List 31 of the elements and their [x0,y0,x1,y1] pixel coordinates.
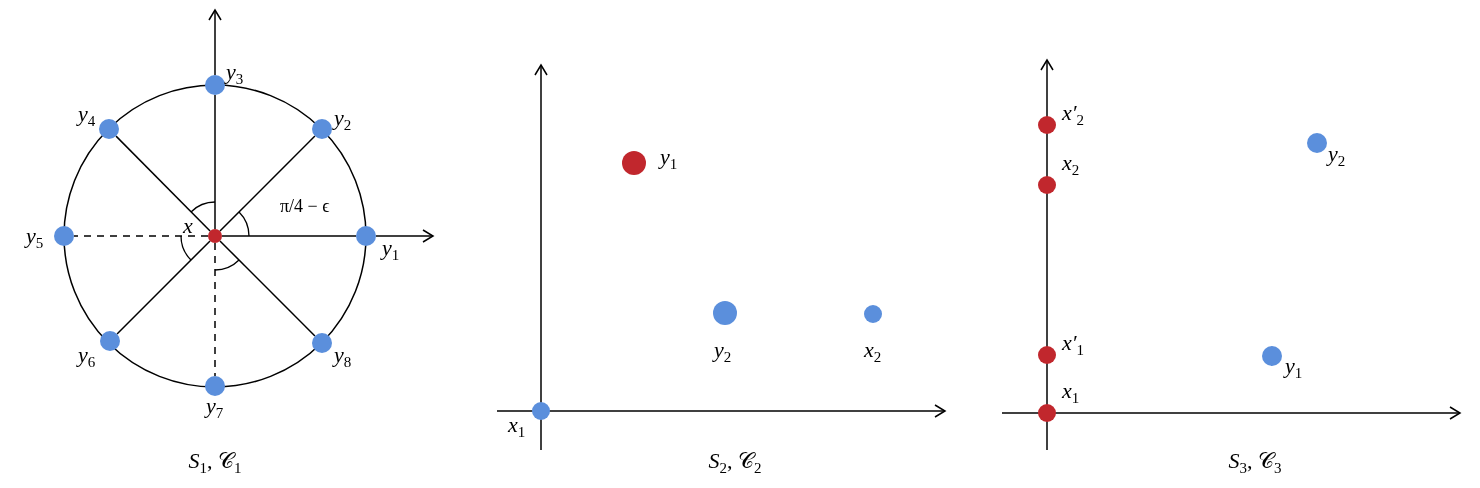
line-segment [115,135,211,232]
point-label: x′$_{2}$ [1062,101,1085,131]
point-label: y$_{1}$ [382,236,400,266]
panel-caption: S$_{3}$, 𝒞$_{3}$ [1228,448,1282,478]
line-segment [219,135,316,232]
panel-caption: S$_{2}$, 𝒞$_{2}$ [708,448,762,478]
point-label: y$_{5}$ [26,224,44,254]
point-label: y$_{3}$ [226,60,244,90]
point-label: y$_{4}$ [78,102,96,132]
point-label: y$_{7}$ [206,394,224,424]
point-label: x$_{2}$ [864,338,882,368]
line-segment [116,240,211,335]
point-label: y$_{2}$ [1328,142,1346,172]
point-label: y$_{2}$ [334,106,352,136]
point-label: x$_{1}$ [508,413,526,443]
line-segment [214,94,216,230]
point-label: y$_{1}$ [660,145,678,175]
dashed-line [214,242,216,377]
point-label: x$_{2}$ [1062,151,1080,181]
point-label: y$_{1}$ [1285,354,1303,384]
point-label: x [183,214,193,238]
point-label: y$_{8}$ [334,343,352,373]
angle-label: π/4 − ϵ [280,196,330,217]
dashed-line [73,235,209,237]
point-label: x$_{1}$ [1062,379,1080,409]
point-label: x′$_{1}$ [1062,331,1085,361]
panel-caption: S$_{1}$, 𝒞$_{1}$ [188,448,242,478]
line-segment [221,235,357,237]
line-segment [219,240,316,337]
point-label: y$_{2}$ [714,338,732,368]
point-label: y$_{6}$ [78,343,96,373]
